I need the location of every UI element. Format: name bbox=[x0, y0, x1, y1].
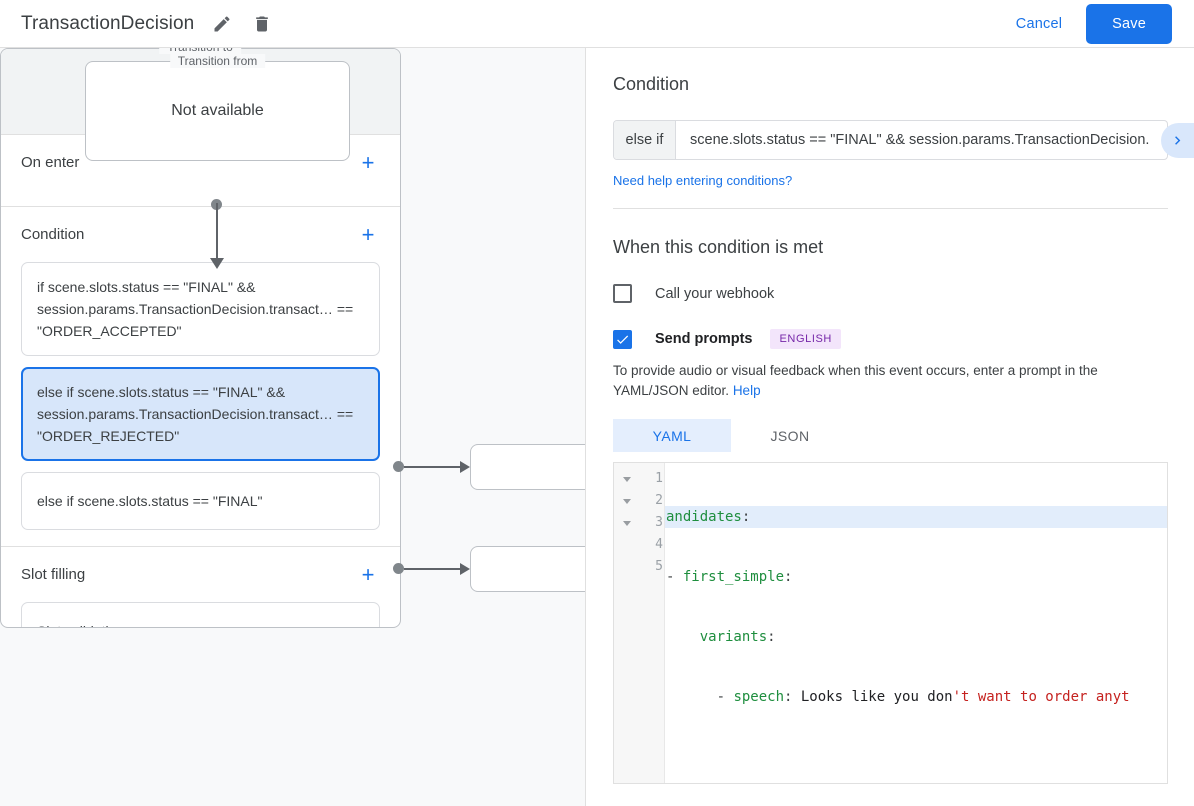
chevron-down-icon bbox=[622, 476, 631, 482]
condition-prefix-label: else if bbox=[614, 121, 676, 159]
code-line-3: variants: bbox=[665, 626, 1167, 648]
condition-panel-header: Condition bbox=[613, 48, 1168, 120]
code-line-2: - first_simple: bbox=[665, 566, 1167, 588]
trash-icon[interactable] bbox=[248, 10, 276, 38]
code-line-1: andidates: bbox=[665, 506, 1167, 528]
prompts-hint: To provide audio or visual feedback when… bbox=[613, 361, 1168, 401]
send-prompts-checkbox-row[interactable]: Send prompts ENGLISH bbox=[613, 329, 1168, 349]
condition-card-final[interactable]: else if scene.slots.status == "FINAL" bbox=[21, 472, 380, 530]
line-number: 2 bbox=[655, 493, 663, 508]
code-token-key: variants bbox=[699, 629, 768, 645]
prompts-help-link[interactable]: Help bbox=[732, 383, 761, 398]
send-prompts-checkbox-label: Send prompts bbox=[655, 331, 753, 347]
chevron-down-icon bbox=[622, 498, 631, 504]
target-node-accepted[interactable] bbox=[470, 444, 585, 490]
flow-canvas[interactable]: Transition from Not available Transition… bbox=[0, 48, 586, 806]
send-prompts-checkbox[interactable] bbox=[613, 329, 632, 349]
when-condition-met-title: When this condition is met bbox=[613, 237, 824, 257]
pencil-icon[interactable] bbox=[208, 10, 236, 38]
editor-fold-gutter bbox=[614, 463, 639, 783]
condition-rejected-connector-arrow bbox=[460, 563, 470, 575]
fold-toggle-line-3[interactable] bbox=[614, 512, 639, 534]
condition-rejected-connector-line bbox=[404, 568, 462, 570]
fold-toggle-line-4 bbox=[614, 534, 639, 556]
code-token-key: speech bbox=[733, 689, 785, 705]
line-number: 3 bbox=[655, 515, 663, 530]
chevron-right-icon[interactable] bbox=[1161, 123, 1194, 158]
fold-toggle-line-2[interactable] bbox=[614, 490, 639, 512]
editor-code-area[interactable]: andidates: - first_simple: variants: - s… bbox=[665, 463, 1167, 783]
section-condition-header: Condition + bbox=[21, 207, 380, 262]
code-token-punct: : bbox=[784, 689, 801, 705]
condition-panel-title: Condition bbox=[613, 73, 690, 94]
cancel-button[interactable]: Cancel bbox=[1002, 7, 1076, 41]
line-number: 5 bbox=[655, 559, 663, 574]
add-on-enter-icon[interactable]: + bbox=[361, 149, 375, 175]
add-condition-icon[interactable]: + bbox=[361, 221, 375, 247]
save-button[interactable]: Save bbox=[1086, 3, 1172, 44]
panel-divider bbox=[613, 208, 1168, 209]
condition-card-rejected[interactable]: else if scene.slots.status == "FINAL" &&… bbox=[21, 367, 380, 461]
code-token-string: Looks like you don bbox=[800, 689, 953, 705]
section-condition: Condition + if scene.slots.status == "FI… bbox=[1, 207, 400, 547]
condition-accepted-connector-line bbox=[404, 466, 462, 468]
transition-from-legend: Transition from bbox=[169, 54, 266, 68]
fold-toggle-line-1[interactable] bbox=[614, 468, 639, 490]
code-token-punct: : bbox=[784, 569, 793, 585]
fold-toggle-line-5 bbox=[614, 556, 639, 578]
transition-from-node[interactable]: Transition from Not available bbox=[85, 54, 350, 161]
webhook-checkbox[interactable] bbox=[613, 284, 632, 303]
webhook-checkbox-label: Call your webhook bbox=[655, 285, 775, 302]
prompts-hint-text: To provide audio or visual feedback when… bbox=[613, 363, 1098, 398]
section-slot-filling: Slot filling + Slot validation bbox=[1, 547, 400, 627]
webhook-checkbox-row[interactable]: Call your webhook bbox=[613, 284, 1168, 303]
chevron-down-icon bbox=[622, 520, 631, 526]
line-number: 4 bbox=[655, 537, 663, 552]
condition-card-accepted[interactable]: if scene.slots.status == "FINAL" && sess… bbox=[21, 262, 380, 356]
language-badge: ENGLISH bbox=[770, 329, 841, 349]
when-condition-met-block: When this condition is met Call your web… bbox=[587, 237, 1194, 784]
page-title: TransactionDecision bbox=[21, 12, 195, 34]
condition-input-row[interactable]: else if bbox=[613, 120, 1168, 160]
flow-connector-line bbox=[216, 203, 218, 261]
transition-to-legend: Transition to bbox=[159, 48, 241, 54]
section-slot-filling-header: Slot filling + bbox=[21, 547, 380, 602]
flow-connector-arrowhead bbox=[210, 258, 224, 269]
transition-from-value: Not available bbox=[171, 102, 264, 119]
code-token-dash: - bbox=[666, 689, 734, 705]
section-on-enter: On enter + bbox=[1, 135, 400, 207]
slot-validation-card[interactable]: Slot validation bbox=[21, 602, 380, 627]
target-node-rejected[interactable] bbox=[470, 546, 585, 592]
code-token-indent bbox=[666, 629, 700, 645]
code-token-string-red: 't want to order anyt bbox=[952, 689, 1130, 705]
tab-json[interactable]: JSON bbox=[770, 427, 810, 444]
code-token-punct: : bbox=[741, 509, 751, 525]
add-slot-filling-icon[interactable]: + bbox=[361, 561, 375, 587]
condition-editor-block: Condition else if Need help entering con… bbox=[587, 48, 1194, 209]
code-line-5 bbox=[665, 746, 1167, 768]
code-token-dash: - bbox=[666, 569, 683, 585]
prompt-code-editor[interactable]: 1 2 3 4 5 andidates: - first_simple: var… bbox=[613, 462, 1168, 784]
section-slot-filling-title: Slot filling bbox=[21, 566, 86, 583]
top-app-bar: TransactionDecision Cancel Save bbox=[0, 0, 1194, 48]
condition-accepted-connector-arrow bbox=[460, 461, 470, 473]
condition-input[interactable] bbox=[676, 121, 1167, 159]
editor-line-number-gutter: 1 2 3 4 5 bbox=[639, 463, 665, 783]
content-area: Transition from Not available Transition… bbox=[0, 48, 1194, 806]
condition-help-link[interactable]: Need help entering conditions? bbox=[613, 173, 793, 188]
code-token-key: andidates bbox=[666, 509, 742, 525]
condition-rejected-connector-dot bbox=[393, 563, 404, 574]
details-panel: Condition else if Need help entering con… bbox=[587, 48, 1194, 806]
section-on-enter-title: On enter bbox=[21, 154, 80, 171]
section-condition-title: Condition bbox=[21, 226, 85, 243]
condition-accepted-connector-dot bbox=[393, 461, 404, 472]
code-token-key: first_simple bbox=[682, 569, 785, 585]
code-token-punct: : bbox=[767, 629, 776, 645]
code-line-4: - speech: Looks like you don't want to o… bbox=[665, 686, 1167, 708]
line-number: 1 bbox=[655, 471, 663, 486]
section-on-enter-header: On enter + bbox=[21, 135, 380, 190]
editor-format-tabs: YAML JSON bbox=[613, 419, 1168, 452]
tab-yaml[interactable]: YAML bbox=[613, 419, 731, 452]
